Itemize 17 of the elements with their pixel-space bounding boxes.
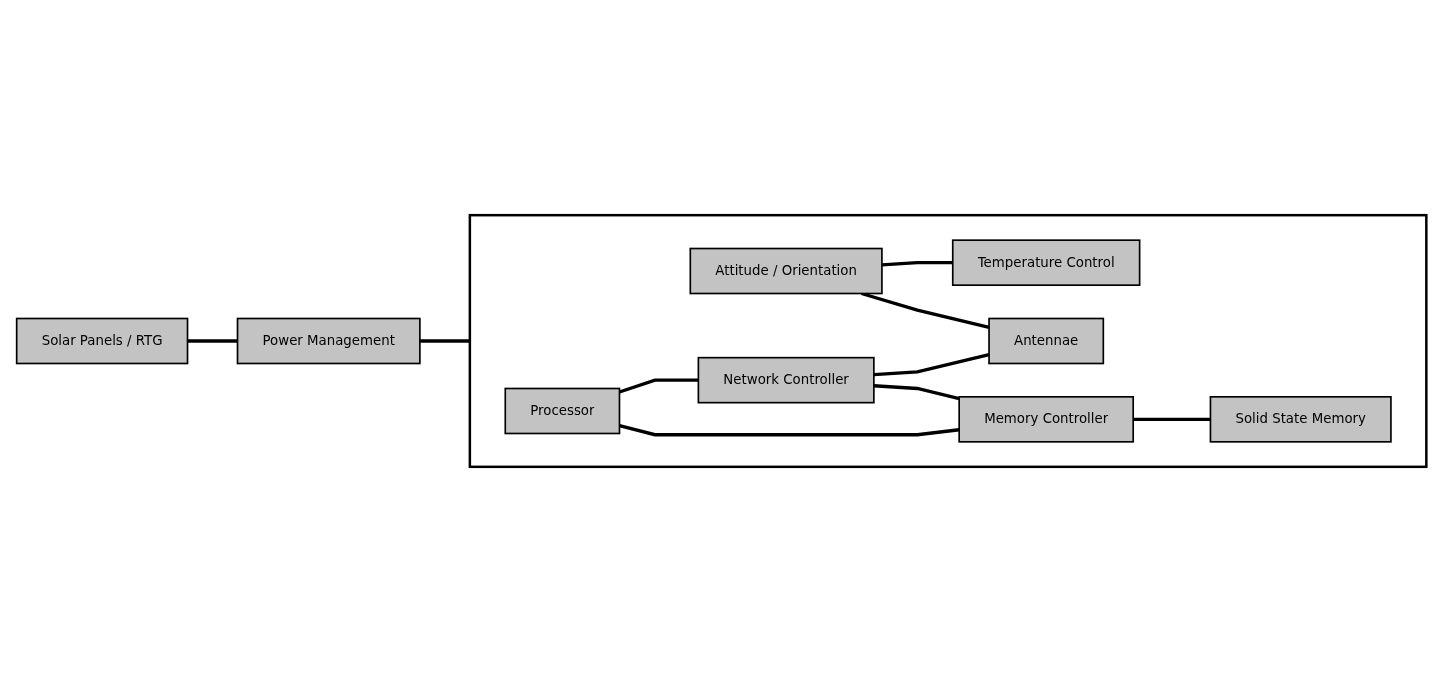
connector bbox=[619, 424, 960, 437]
connector bbox=[419, 339, 470, 343]
node-box: Attitude / Orientation bbox=[689, 247, 883, 295]
cluster bbox=[468, 213, 1428, 469]
node-box: Temperature Control bbox=[951, 239, 1141, 286]
node-box: Processor bbox=[504, 387, 621, 435]
connector bbox=[873, 353, 990, 377]
node-box: Memory Controller bbox=[958, 396, 1135, 443]
connector bbox=[187, 339, 238, 343]
node-box: Solid State Memory bbox=[1209, 396, 1392, 443]
connector bbox=[873, 384, 960, 401]
connector bbox=[881, 261, 953, 267]
node-box: Network Controller bbox=[697, 356, 875, 404]
node-box: Power Management bbox=[236, 317, 421, 365]
node-box: Solar Panels / RTG bbox=[15, 317, 189, 365]
node-box: Antennae bbox=[988, 317, 1105, 365]
connector bbox=[1133, 417, 1211, 421]
